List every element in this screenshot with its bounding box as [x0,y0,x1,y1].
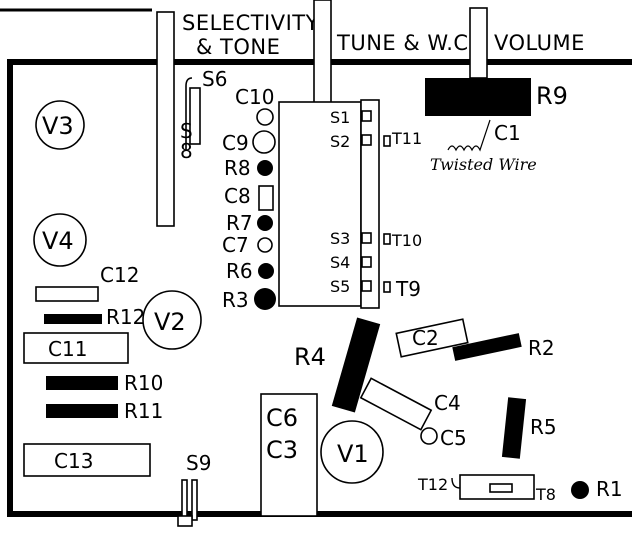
valve-v2 [142,290,202,350]
capacitor-c5 [420,427,438,445]
label-r10: R10 [124,371,163,395]
volume-label: VOLUME [494,31,585,55]
switch-s9-pin-1 [181,479,188,521]
switch-s9-base [177,515,193,527]
resistor-r9 [425,78,531,116]
trimmer-t12-lead [451,477,461,489]
label-c3: C3 [266,436,298,464]
resistor-r1 [571,481,589,499]
label-t11: T11 [391,129,422,148]
capacitor-c12 [35,286,99,302]
label-c9: C9 [222,131,249,155]
resistor-r11 [46,404,118,418]
label-r3: R3 [222,288,249,312]
switch-s6-body [189,87,201,145]
label-s6: S6 [202,67,227,91]
capacitor-c8 [258,185,274,211]
resistor-r3 [254,288,276,310]
label-r7: R7 [226,211,253,235]
selectivity-label-1: SELECTIVITY [182,11,319,35]
switch-s6-wire [185,77,193,150]
capacitor-c9 [252,130,276,154]
valve-v4 [33,213,87,267]
volume-shaft [469,7,488,79]
switch-s1 [361,110,372,122]
trimmer-t10 [383,233,391,245]
resistor-r8 [257,160,273,176]
label-r1: R1 [596,477,623,501]
label-s3: S3 [330,229,350,248]
capacitor-c4 [359,377,433,431]
label-c12: C12 [100,263,139,287]
twisted-wire-c1 [447,119,491,152]
tune-label: TUNE & W.C. [336,31,476,55]
selectivity-shaft [156,11,175,227]
label-t10: T10 [391,231,422,250]
switch-s4 [361,256,372,268]
valve-v1 [320,420,384,484]
label-r6: R6 [226,259,253,283]
valve-v3 [35,100,85,150]
selectivity-label-2: & TONE [196,35,280,59]
label-c1: C1 [494,121,521,145]
gang-capacitor [278,101,362,307]
switch-s2 [361,134,372,146]
label-r2: R2 [528,336,555,360]
label-c11: C11 [48,337,87,361]
capacitor-c11 [23,332,129,364]
label-s1: S1 [330,108,350,127]
gang-capacitor-end [360,99,380,309]
capacitor-c2 [395,318,469,358]
capacitor-c10 [256,108,274,126]
label-s5: S5 [330,277,350,296]
label-t8: T8 [535,485,556,504]
trimmer-t9 [383,281,391,293]
label-v2: V2 [154,308,186,336]
label-r5: R5 [530,415,557,439]
label-c6: C6 [266,404,298,432]
resistor-r2 [452,333,522,361]
switch-s9-pin-2 [191,479,198,521]
label-c2: C2 [412,326,439,350]
label-s9: S9 [186,451,211,475]
resistor-r5 [501,397,527,459]
label-s2: S2 [330,132,350,151]
label-v3: V3 [42,112,74,140]
label-r12: R12 [106,305,145,329]
switch-s5 [361,280,372,292]
label-c8: C8 [224,184,251,208]
label-v4: V4 [42,227,74,255]
resistor-r12 [44,314,102,324]
trimmer-t11 [383,135,391,147]
label-c7: C7 [222,233,249,257]
label-s7: S [180,119,193,143]
label-r11: R11 [124,399,163,423]
label-t12: T12 [417,475,448,494]
label-c13: C13 [54,449,93,473]
capacitor-c7 [257,237,273,253]
switch-s3 [361,232,372,244]
label-v1: V1 [337,440,369,468]
resistor-r7 [257,215,273,231]
capacitor-c6-c3 [260,393,318,517]
twisted-wire-note: Twisted Wire [430,155,537,174]
label-s8: 8 [180,139,193,163]
label-c4: C4 [434,391,461,415]
resistor-r4 [331,317,381,413]
label-t9: T9 [395,277,421,301]
label-r9: R9 [536,82,568,110]
label-c5: C5 [440,426,467,450]
label-r8: R8 [224,156,251,180]
label-s4: S4 [330,253,350,272]
label-r4: R4 [294,343,326,371]
capacitor-c13 [23,443,151,477]
label-c10: C10 [235,85,274,109]
resistor-r10 [46,376,118,390]
trimmer-t8 [489,483,513,493]
resistor-r6 [258,263,274,279]
